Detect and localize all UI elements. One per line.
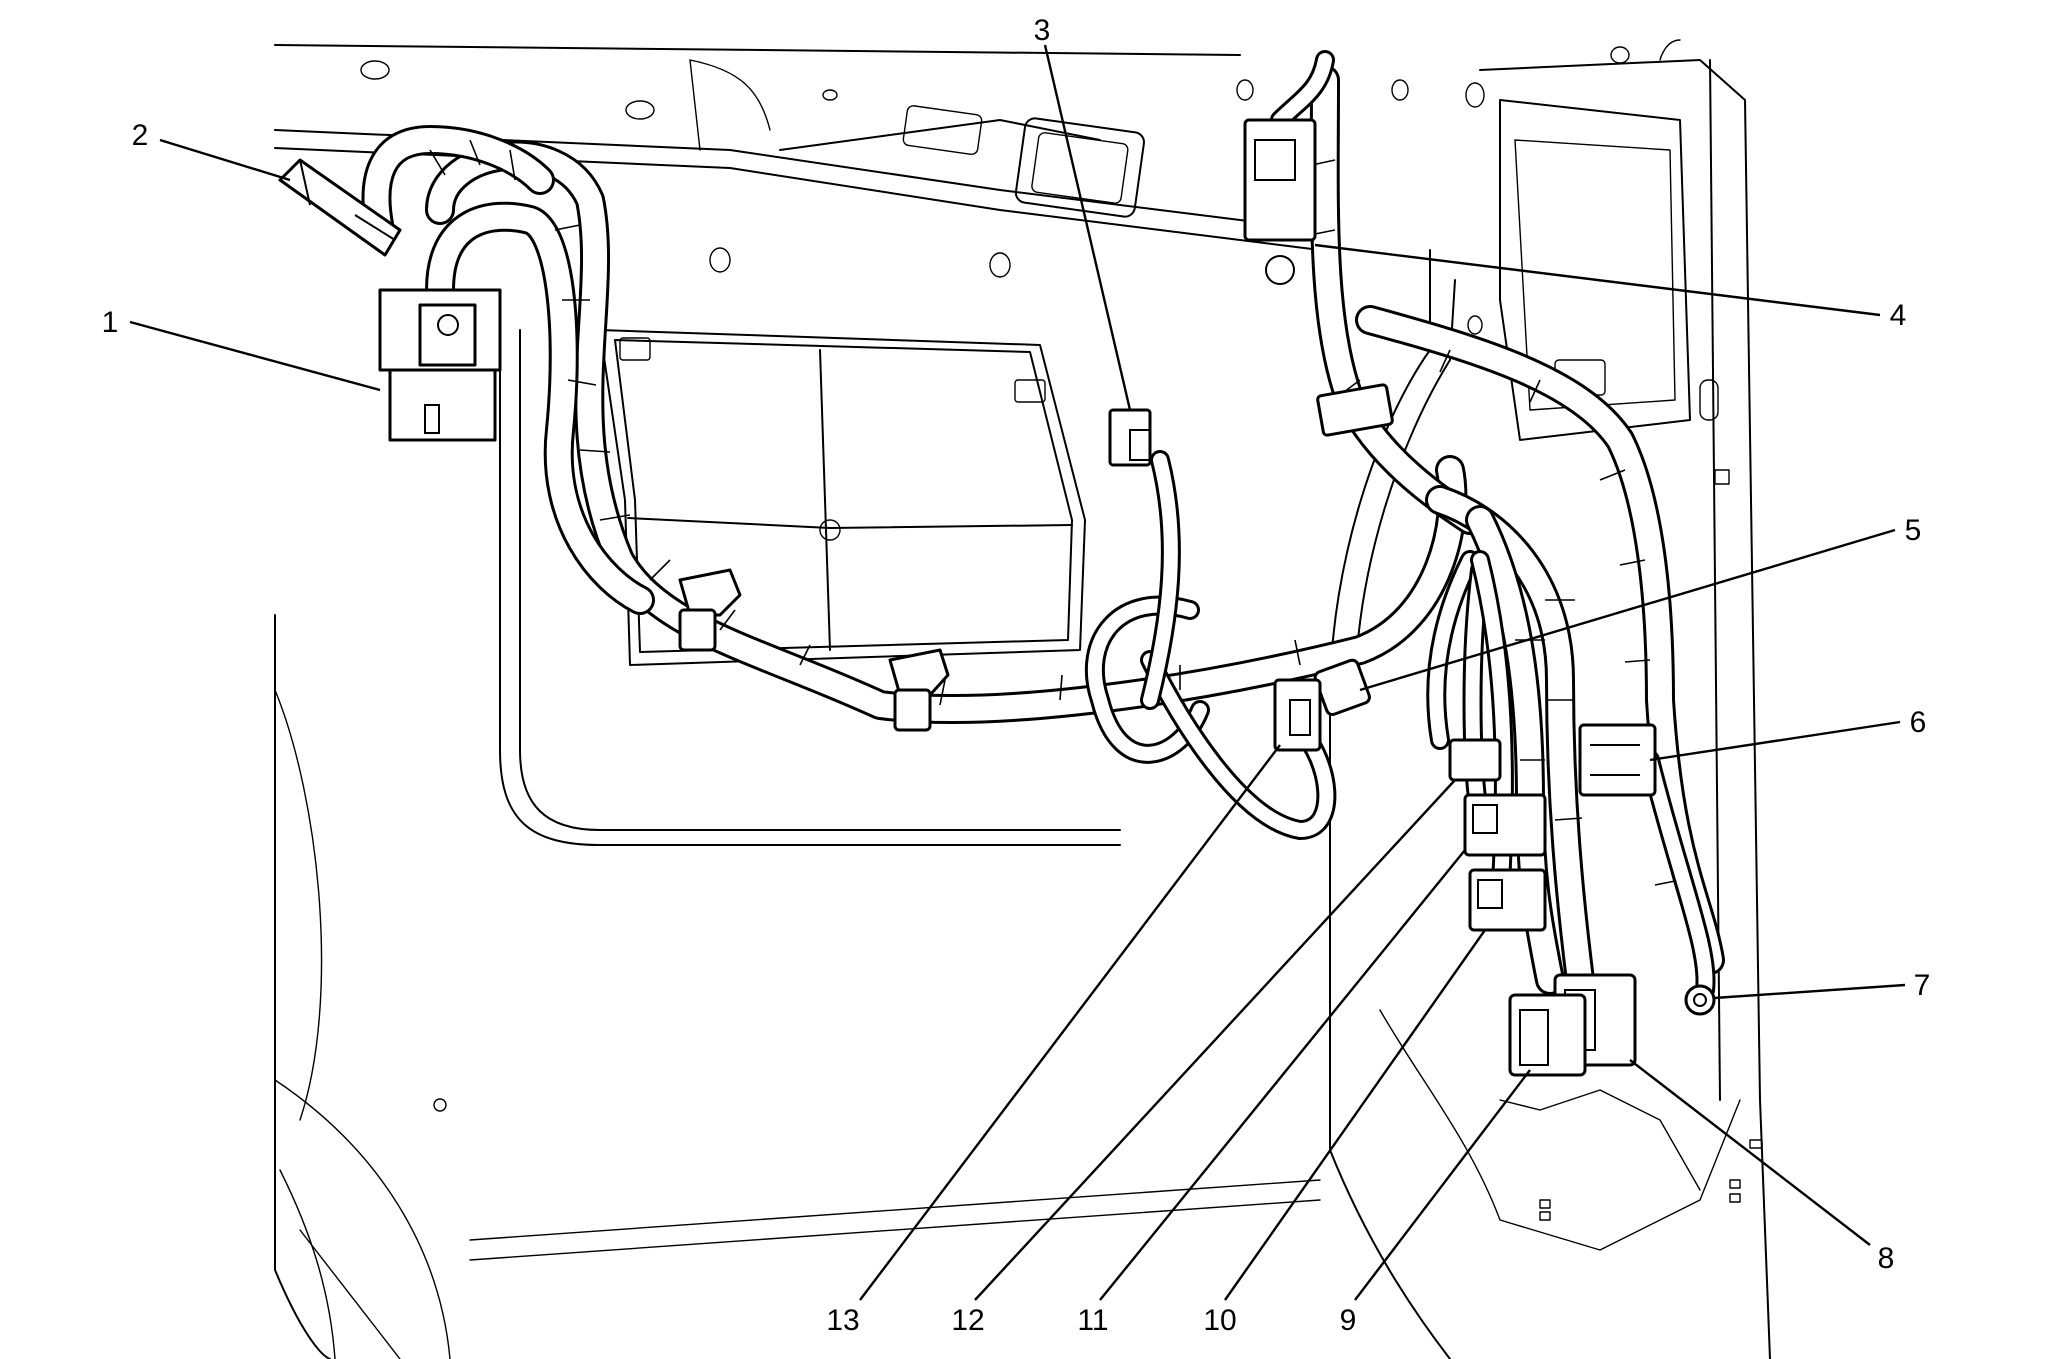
callout-13: 13: [826, 1304, 859, 1337]
callout-9: 9: [1340, 1304, 1357, 1337]
connector-6: [1578, 723, 1657, 797]
callout-1: 1: [102, 306, 119, 339]
connector-1: [378, 288, 502, 442]
connector-7-ground-terminal: [1684, 984, 1716, 1016]
leader-8: [1629, 1059, 1871, 1246]
connector-13: [1273, 678, 1322, 752]
leader-7: [1713, 983, 1906, 1000]
callout-10: 10: [1203, 1304, 1236, 1337]
callout-3: 3: [1034, 14, 1051, 47]
callout-8: 8: [1878, 1242, 1895, 1275]
callout-labels: 1 2 3 4 5 6 7 8 9 10 11 12 13: [102, 14, 1931, 1337]
leader-2: [159, 138, 291, 182]
connector-12: [1448, 738, 1502, 782]
connector-2: [278, 158, 402, 257]
callout-6: 6: [1910, 706, 1927, 739]
wiring-harness-bundle: [361, 50, 1725, 1000]
callout-11: 11: [1077, 1304, 1108, 1337]
leader-lines: [129, 44, 1906, 1301]
connector-11: [1463, 793, 1547, 857]
leader-1: [129, 320, 381, 392]
leader-10: [1224, 929, 1486, 1301]
leader-12: [974, 779, 1456, 1301]
callout-5: 5: [1905, 514, 1922, 547]
leader-5: [1359, 528, 1896, 692]
leader-9: [1354, 1069, 1531, 1301]
callout-7: 7: [1914, 969, 1931, 1002]
leader-11: [1099, 849, 1466, 1301]
callout-2: 2: [132, 119, 149, 152]
connector-9: [1508, 993, 1587, 1077]
callout-12: 12: [951, 1304, 984, 1337]
callout-4: 4: [1890, 299, 1907, 332]
connector-4: [1243, 118, 1317, 285]
leader-13: [859, 744, 1281, 1301]
leader-4: [1314, 243, 1881, 317]
connector-3: [1108, 408, 1152, 467]
leader-3: [1043, 44, 1132, 411]
leader-6: [1649, 720, 1901, 762]
harness-clips: [678, 383, 1394, 732]
connector-10: [1468, 868, 1547, 932]
